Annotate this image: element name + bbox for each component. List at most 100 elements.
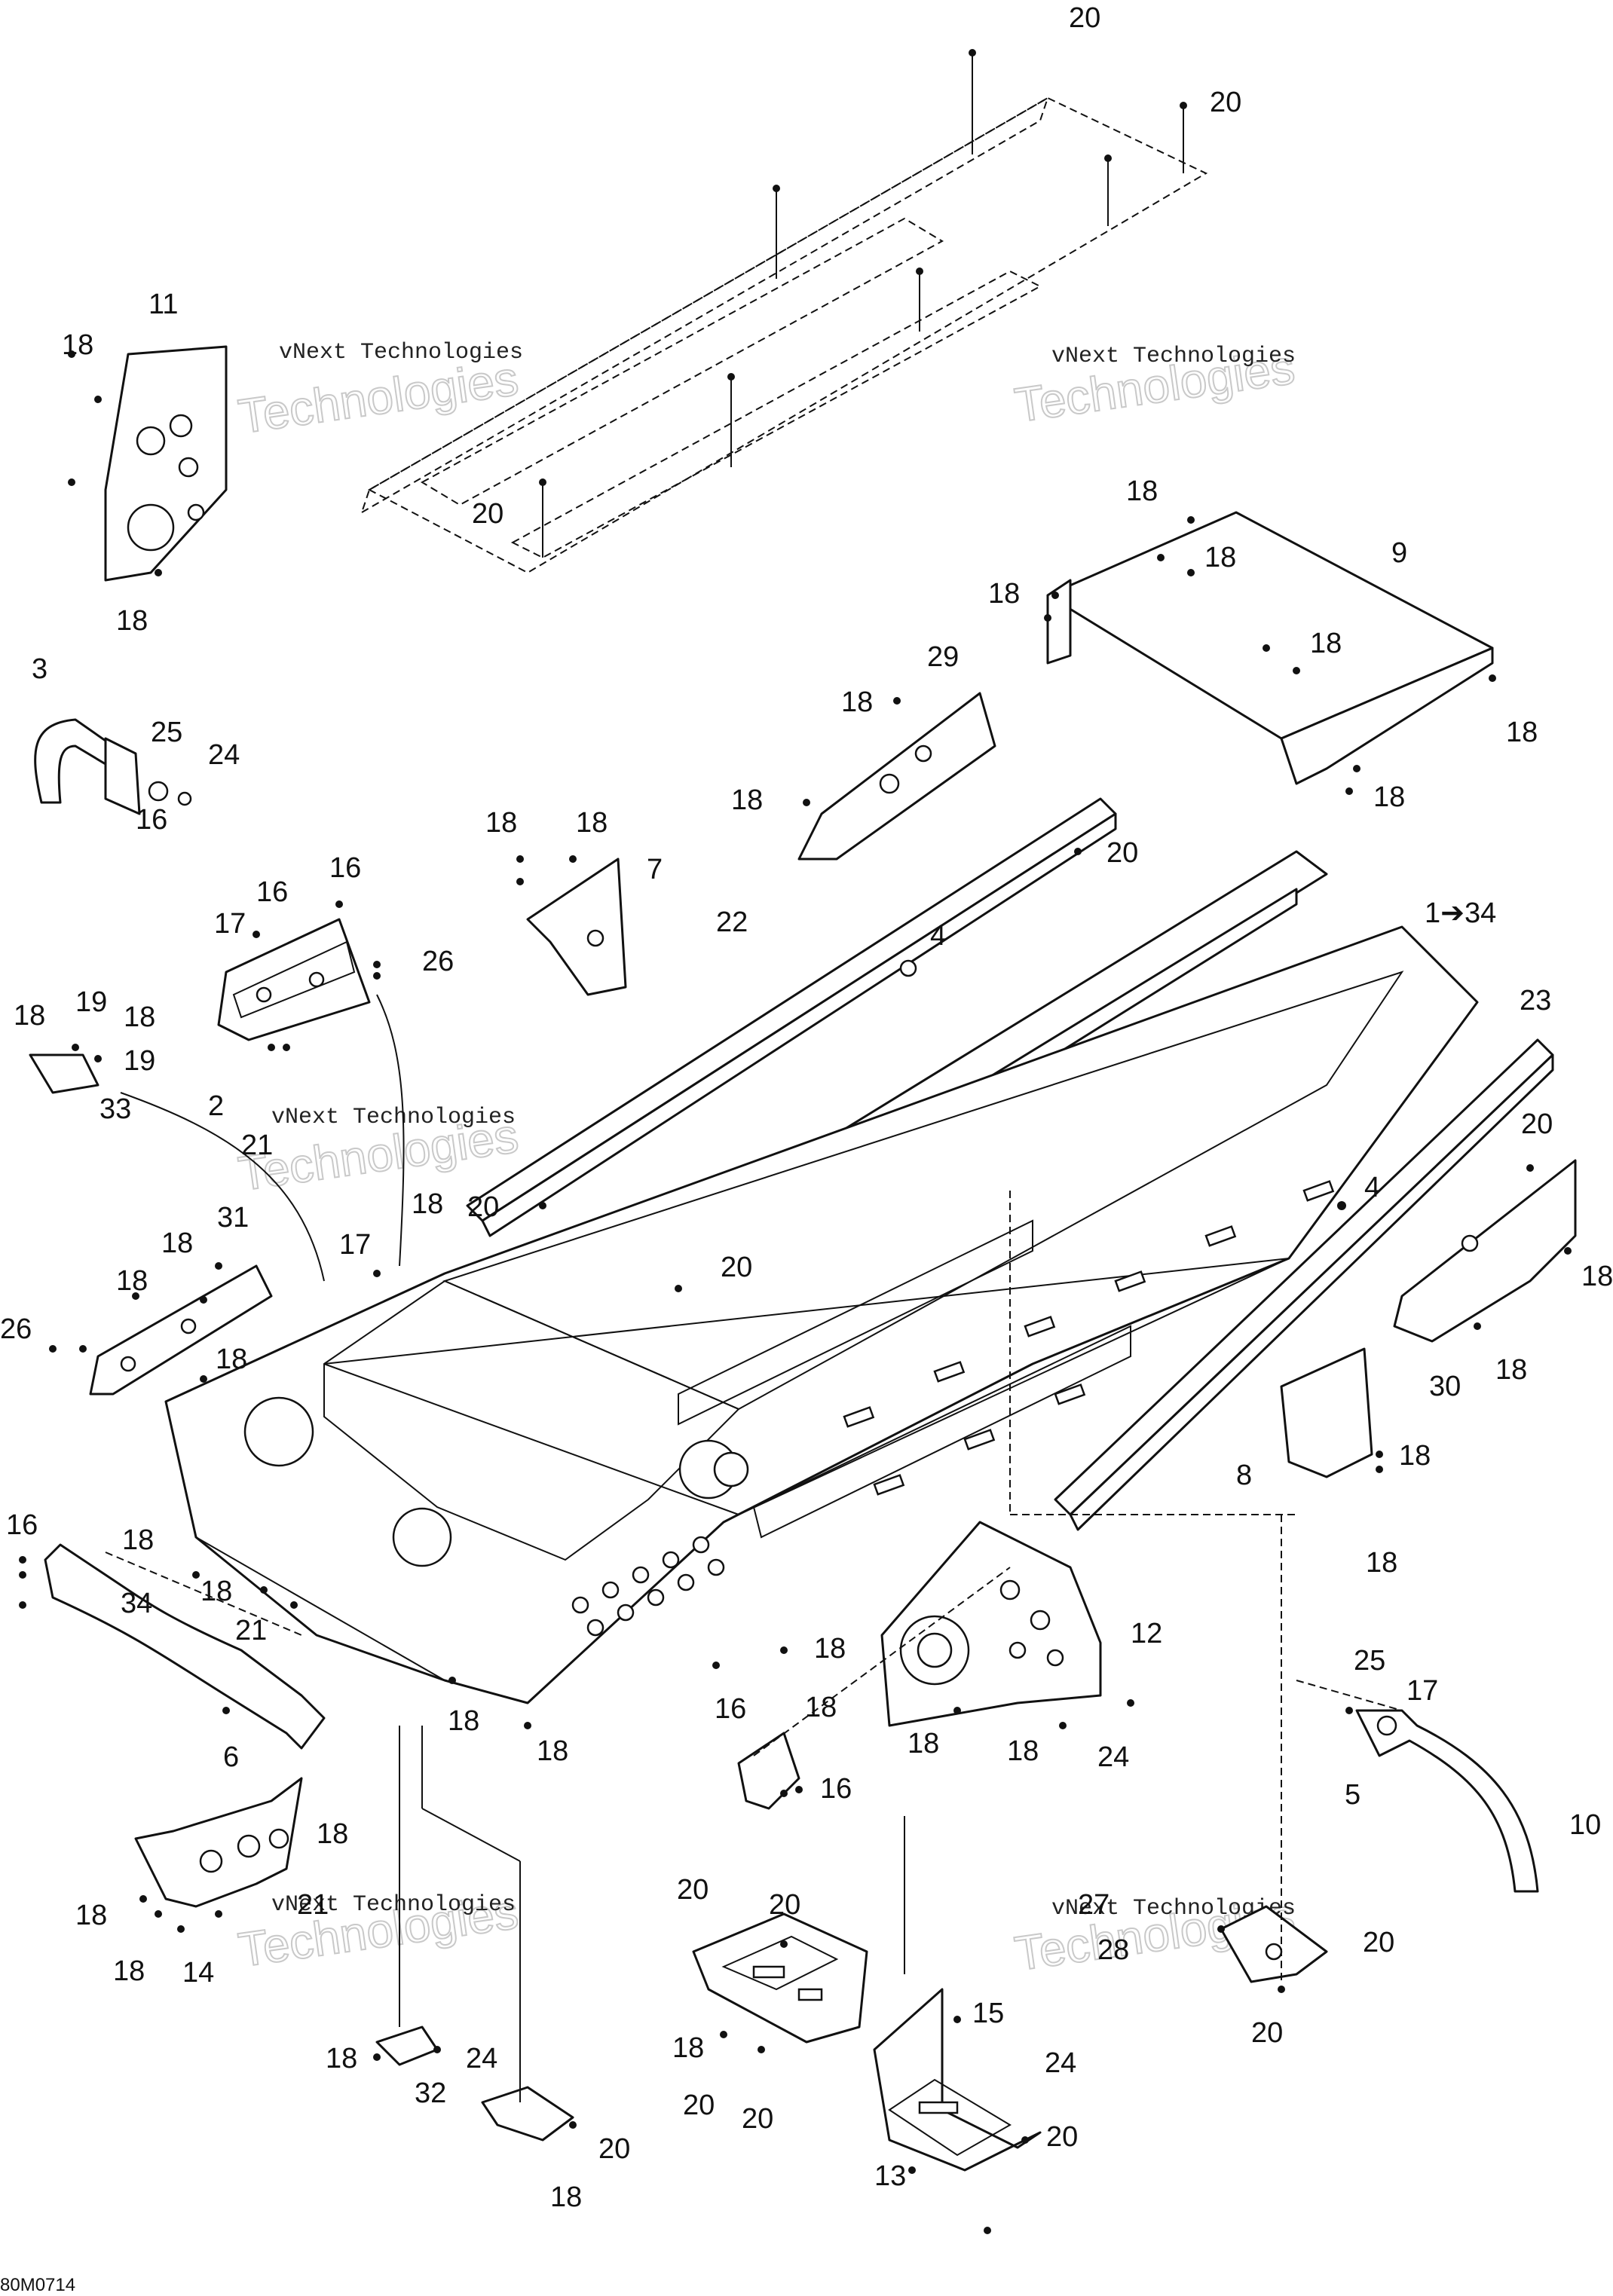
callout-label: 16: [329, 852, 361, 884]
callout-label: 13: [874, 2160, 906, 2192]
fasteners: [19, 49, 1572, 2234]
callout-label: 10: [1569, 1809, 1601, 1841]
callout-label: 16: [715, 1693, 746, 1725]
callout-label: 11: [148, 289, 178, 320]
callout-label: 16: [136, 804, 167, 836]
callout-label: 18: [988, 578, 1020, 610]
part-14-footrest-bracket: [692, 1912, 868, 2044]
callout-label: 18: [412, 1188, 443, 1220]
part-23-rail: [1054, 1038, 1554, 1531]
part-12-side-plate: [880, 1521, 1102, 1727]
part-22-rail: [466, 797, 1117, 1237]
part-34-rail: [44, 1543, 326, 1750]
callout-label: 8: [1236, 1460, 1252, 1491]
callout-label: 24: [1045, 2047, 1076, 2079]
callout-label: 6: [223, 1741, 239, 1773]
leader-lines: [105, 994, 1403, 2102]
callout-labels: 20 20 11 18 18 20 18 9 18 18 18 18 18 3 …: [0, 2, 1613, 2213]
callout-label: 20: [1521, 1108, 1553, 1140]
callout-label: 20: [467, 1191, 499, 1223]
watermark-text: vNext Technologies: [279, 340, 523, 365]
callout-label: 20: [721, 1252, 752, 1283]
callout-label: 20: [1069, 2, 1100, 34]
callout-label: 21: [241, 1130, 273, 1161]
callout-label: 18: [122, 1524, 154, 1556]
callout-label: 3: [32, 653, 47, 685]
callout-label: 20: [742, 2103, 773, 2135]
callout-label: 17: [339, 1229, 371, 1261]
callout-label: 18: [448, 1705, 479, 1737]
callout-label: 18: [1495, 1354, 1527, 1386]
callout-label: 20: [677, 1874, 709, 1906]
callout-label: 18: [124, 1001, 155, 1033]
callout-label: 19: [124, 1045, 155, 1077]
callout-label: 26: [0, 1313, 32, 1345]
callout-label: 23: [1520, 985, 1551, 1017]
callout-label: 18: [537, 1735, 568, 1767]
callout-label: 18: [116, 605, 148, 637]
callout-label: 26: [422, 946, 454, 977]
callout-label: 16: [256, 876, 288, 908]
callout-label: 18: [200, 1576, 232, 1607]
part-8-plate: [1280, 1347, 1373, 1478]
callout-label: 4: [930, 920, 946, 952]
drawing-code: 80M0714: [0, 2275, 75, 2295]
watermark-text: vNext Technologies: [271, 1105, 516, 1130]
callout-label: 20: [1210, 87, 1241, 118]
callout-label: 20: [683, 2090, 715, 2121]
callout-label: 16: [6, 1509, 38, 1541]
callout-label: 20: [598, 2133, 630, 2165]
part-29-bracket: [797, 692, 996, 861]
part-5-handle: [1355, 1709, 1539, 1893]
callout-label: 18: [116, 1265, 148, 1297]
callout-label: 18: [576, 807, 608, 839]
callout-label: 20: [1363, 1927, 1394, 1958]
callout-label: 18: [113, 1955, 145, 1987]
callout-label: 17: [214, 908, 246, 940]
callout-label: 31: [217, 1202, 249, 1234]
callout-label: 24: [1097, 1741, 1129, 1773]
callout-label: 18: [672, 2032, 704, 2064]
part-7-plate: [526, 858, 627, 996]
callout-label: 22: [716, 906, 748, 938]
callout-label: 25: [1354, 1645, 1385, 1677]
callout-label: 18: [1310, 628, 1342, 659]
callout-label: 18: [317, 1818, 348, 1850]
part-28-bracket: [1220, 1905, 1328, 1983]
callout-label: 20: [472, 498, 503, 530]
callout-label: 16: [820, 1773, 852, 1805]
main-chassis: [164, 925, 1479, 1704]
part-13-clip: [375, 2025, 439, 2066]
callout-label: 18: [1506, 717, 1538, 748]
callout-label: 18: [326, 2043, 357, 2074]
watermark-text: vNext Technologies: [1051, 344, 1296, 369]
callout-label: 18: [841, 686, 873, 718]
callout-label: 21: [235, 1615, 267, 1646]
callout-label: 33: [99, 1093, 131, 1125]
part-10-plate: [134, 1777, 303, 1908]
callout-label: 4: [1364, 1172, 1380, 1203]
callout-label: 28: [1097, 1934, 1129, 1966]
callout-label: 14: [182, 1957, 214, 1989]
callout-label: 18: [1366, 1547, 1397, 1579]
watermark-text: vNext Technologies: [271, 1892, 516, 1918]
part-31-rail-bracket: [89, 1264, 273, 1396]
callout-label: 7: [647, 854, 663, 885]
top-rack-panel: [360, 53, 1208, 574]
callout-label: 24: [208, 739, 240, 771]
callout-label: 18: [814, 1633, 846, 1665]
callout-label: 1➔34: [1425, 897, 1496, 929]
callout-label: 27: [1078, 1889, 1110, 1921]
callout-label: 18: [1581, 1261, 1613, 1292]
callout-label: 20: [1106, 837, 1138, 869]
callout-label: 25: [151, 717, 182, 748]
part-33-bracket: [29, 1053, 99, 1094]
callout-label: 18: [216, 1344, 247, 1375]
callout-label: 12: [1131, 1618, 1162, 1649]
callout-label: 20: [1046, 2121, 1078, 2153]
callout-label: 18: [1126, 475, 1158, 507]
callout-label: 19: [75, 986, 107, 1018]
callout-label: 24: [466, 2043, 497, 2074]
callout-label: 20: [1251, 2017, 1283, 2049]
